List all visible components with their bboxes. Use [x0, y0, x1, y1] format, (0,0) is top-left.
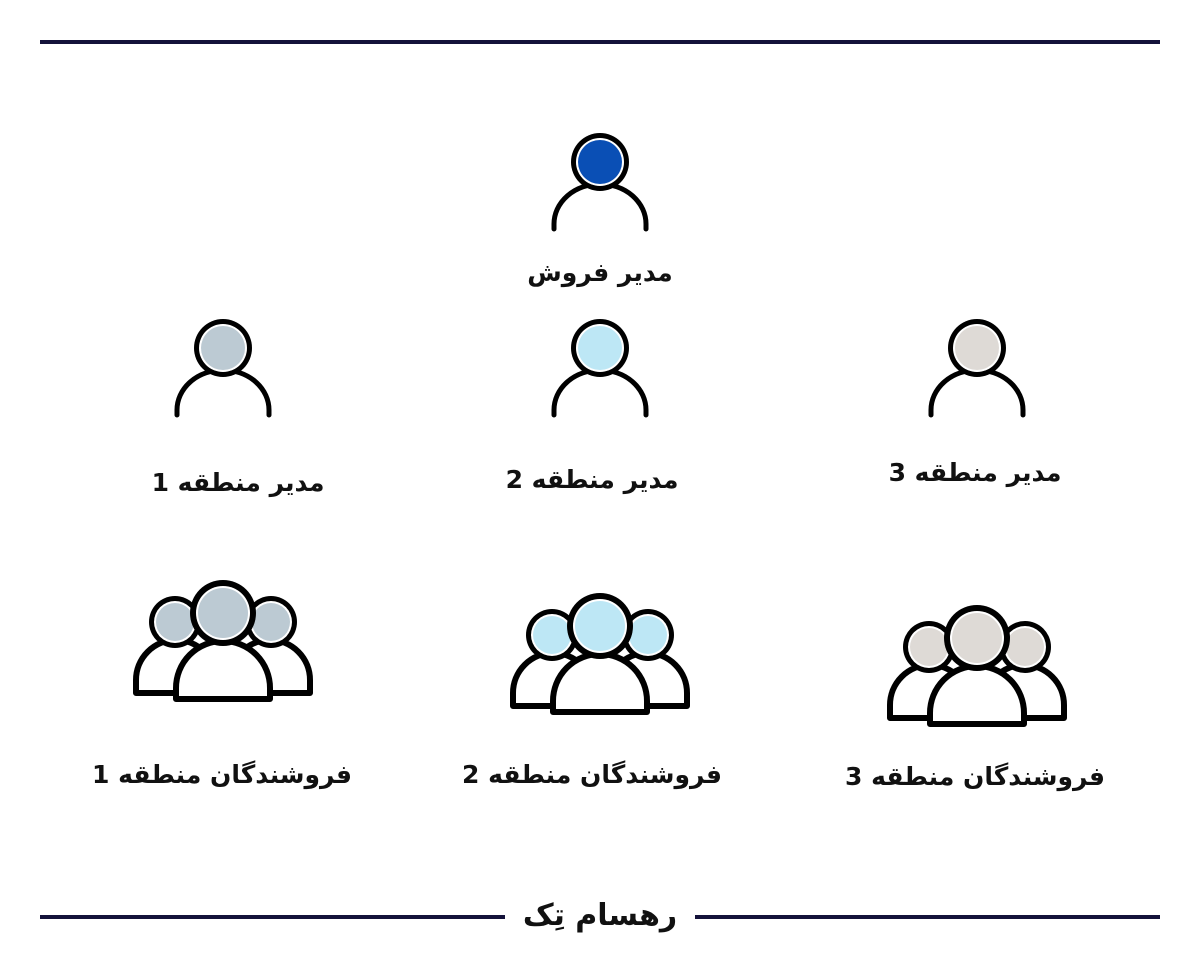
sales-team-2-node [510, 593, 690, 715]
region-manager-3-node [927, 318, 1027, 418]
sales-team-2-label: فروشندگان منطقه 2 [462, 760, 722, 789]
sales-team-1-label: فروشندگان منطقه 1 [92, 760, 352, 789]
person-icon [551, 319, 649, 418]
group-icon [133, 580, 313, 702]
region-manager-2-node [550, 318, 650, 418]
sales-team-3-label: فروشندگان منطقه 3 [845, 762, 1105, 791]
sales-manager-node [550, 132, 650, 232]
group-icon [887, 605, 1067, 727]
region-manager-1-node [173, 318, 273, 418]
sales-team-1-node [133, 580, 313, 702]
group-icon [510, 593, 690, 715]
region-manager-1-label: مدیر منطقه 1 [151, 468, 325, 497]
brand-logo: رهسام تِک [505, 890, 695, 940]
person-icon [551, 133, 649, 232]
top-divider [40, 40, 1160, 44]
sales-team-3-node [887, 605, 1067, 727]
region-manager-2-label: مدیر منطقه 2 [505, 465, 679, 494]
person-icon [928, 319, 1026, 418]
sales-manager-label: مدیر فروش [527, 258, 673, 287]
region-manager-3-label: مدیر منطقه 3 [888, 458, 1062, 487]
person-icon [174, 319, 272, 418]
